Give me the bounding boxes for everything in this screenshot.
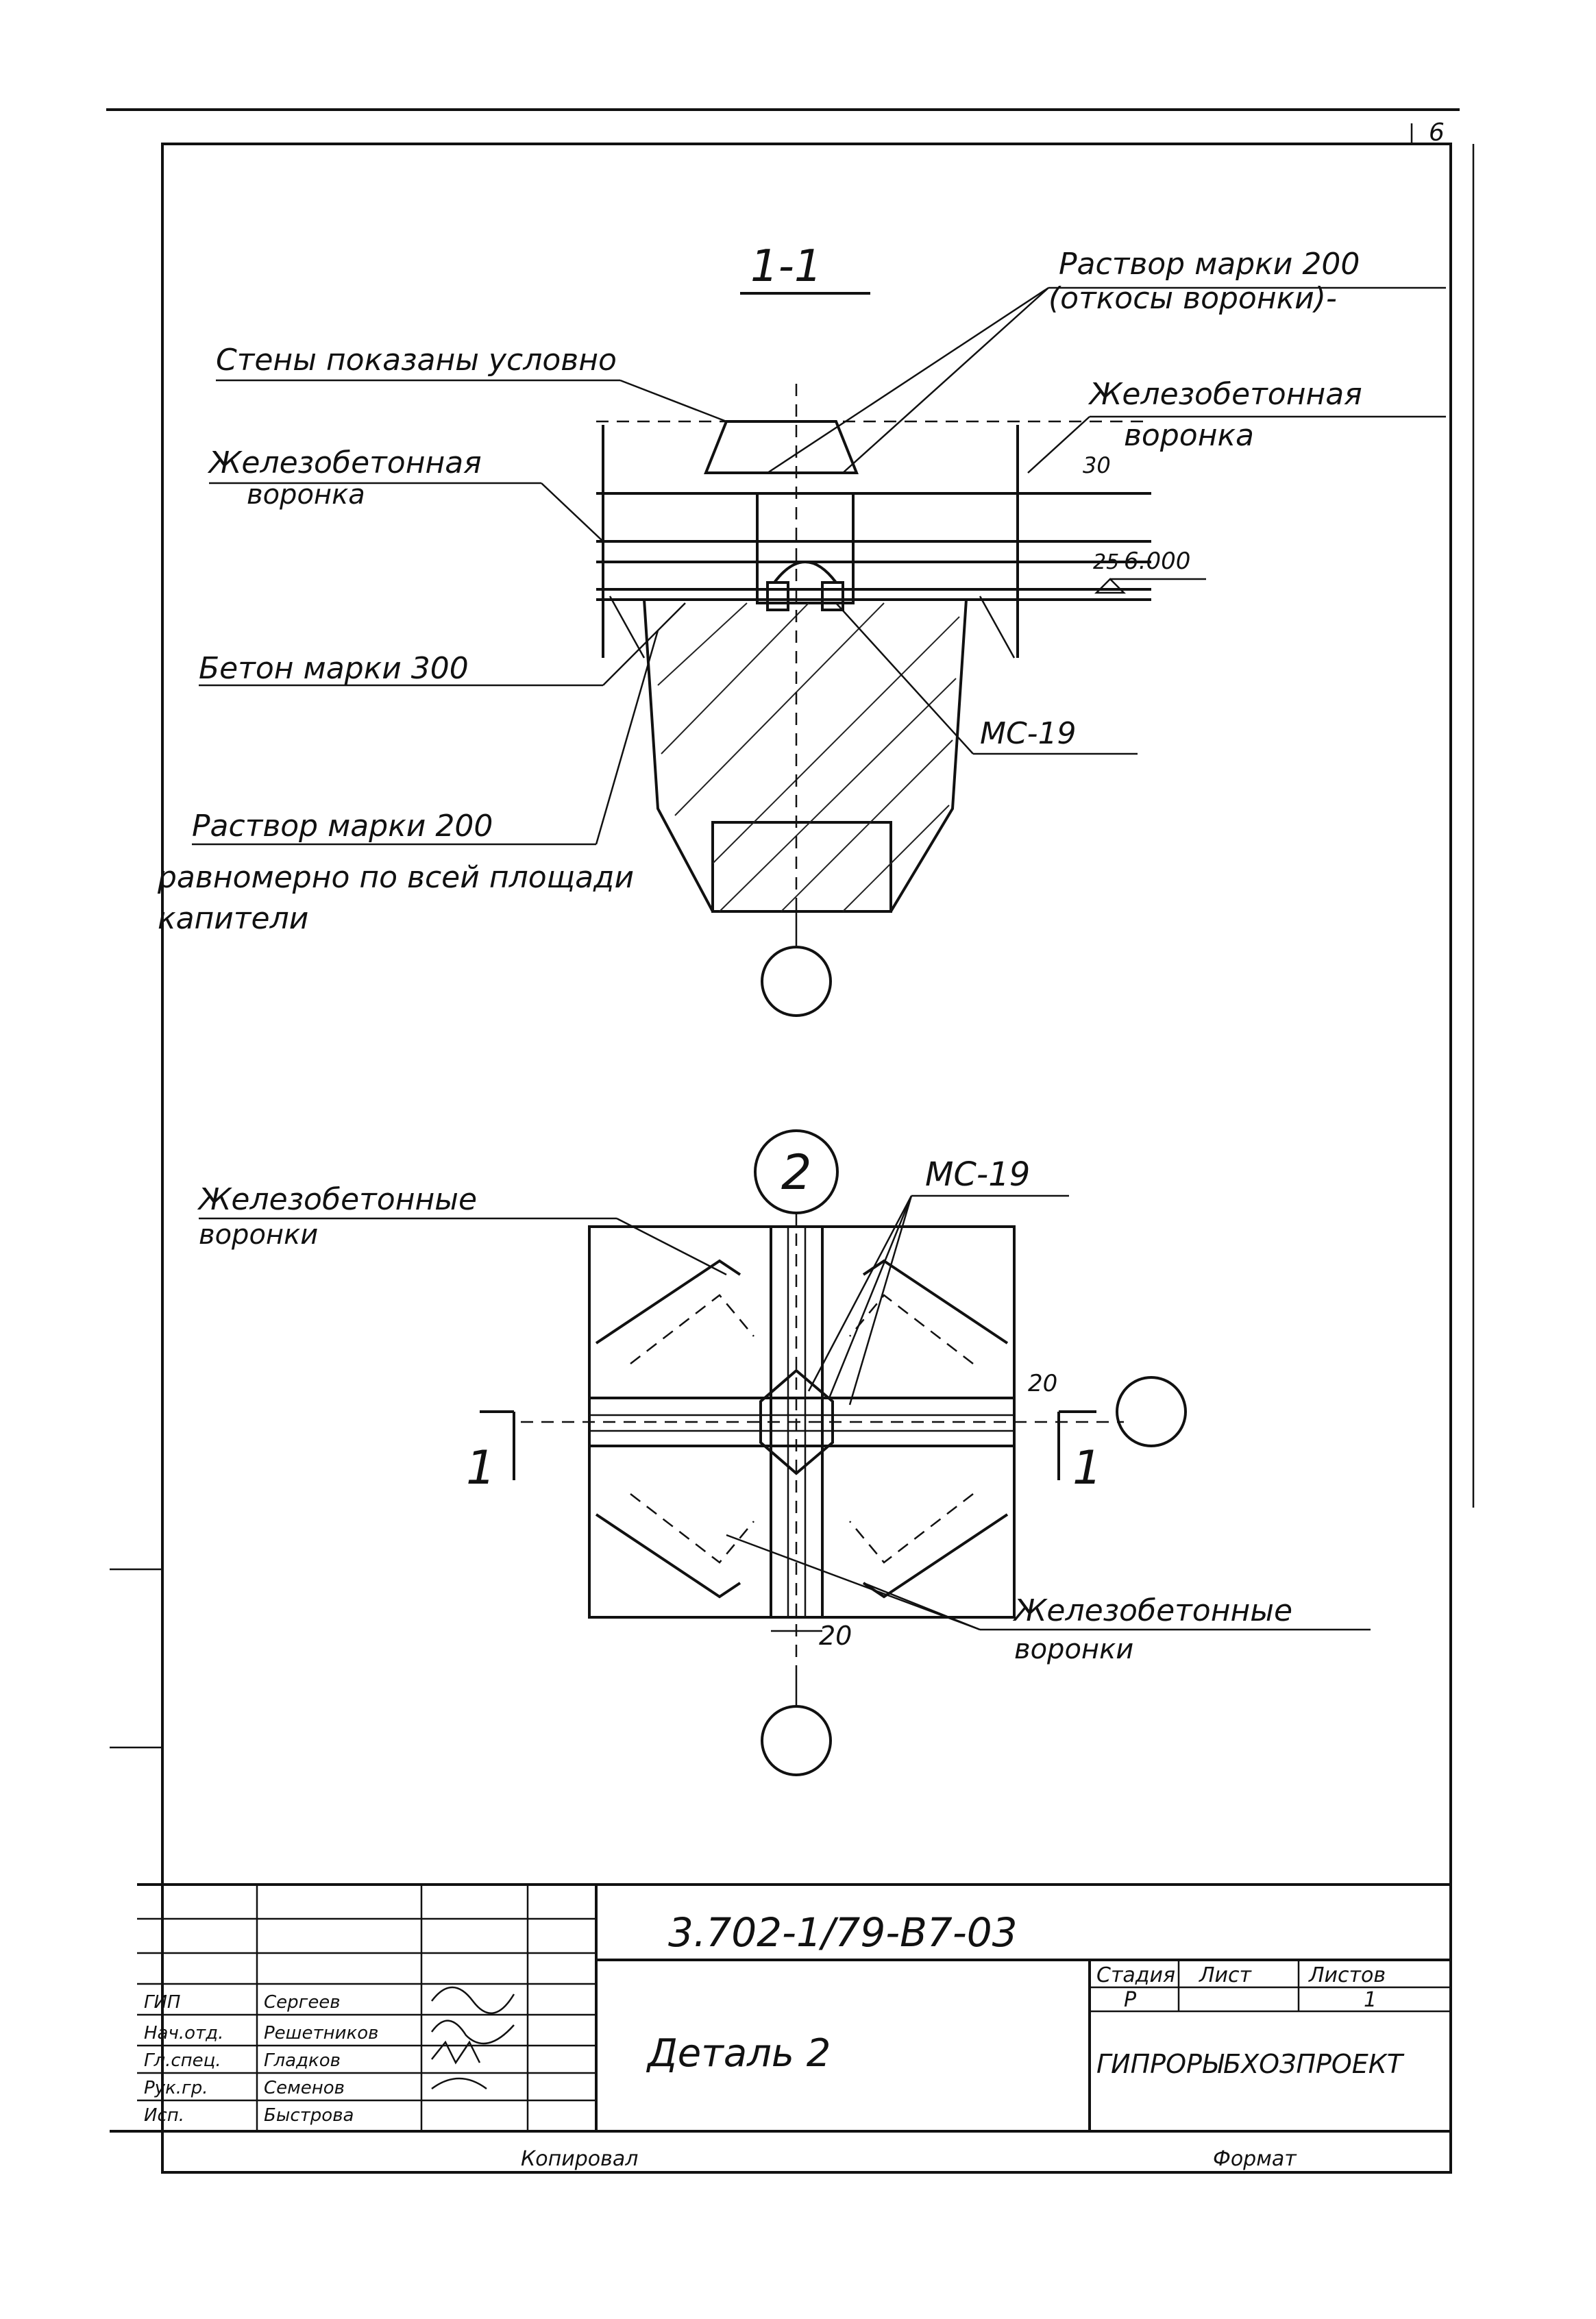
- detail-plan: [521, 1213, 1124, 1672]
- label-mortar-top-1: Раствор марки 200: [1059, 247, 1360, 282]
- level-mark: 6.000: [1124, 548, 1190, 575]
- signature-3: [431, 2040, 481, 2065]
- role-2: Нач.отд.: [144, 2023, 223, 2044]
- leader-ms19-detail-1: [807, 1195, 913, 1392]
- role-4: Рук.гр.: [144, 2078, 208, 2098]
- name-4: Семенов: [264, 2078, 345, 2098]
- title-block-code: 3.702-1/79-В7-03: [668, 1909, 1018, 1956]
- role-5: Исп.: [144, 2105, 184, 2126]
- name-2: Решетников: [264, 2023, 378, 2044]
- sheets-header: Листов: [1308, 1963, 1386, 1987]
- signature-1: [431, 1986, 515, 2014]
- column-capital: [642, 384, 968, 918]
- leader-walls: [619, 379, 727, 423]
- label-funnels-bottom-1: Железобетонные: [1012, 1593, 1292, 1628]
- detail-axis-bubble-right: [1116, 1376, 1187, 1447]
- section-title: 1-1: [750, 241, 822, 292]
- label-funnels-bottom-2: воронки: [1014, 1634, 1133, 1665]
- label-mortar-bottom-2: равномерно по всей площади: [157, 860, 634, 895]
- label-ms19-section: МС-19: [980, 716, 1077, 751]
- label-funnel-left-2: воронка: [247, 479, 365, 511]
- leader-concrete: [602, 602, 686, 686]
- organization: ГИПРОРЫБХОЗПРОЕКТ: [1096, 2049, 1405, 2079]
- leader-mortar-bottom: [595, 630, 659, 845]
- leader-funnels-bottom-2: [726, 1534, 981, 1631]
- section-mark-left: 1: [466, 1441, 495, 1495]
- title-block-grid: [110, 1883, 1451, 2133]
- label-walls-conditional: Стены показаны условно: [216, 343, 617, 378]
- leader-mortar-top-1: [767, 286, 1049, 474]
- label-mortar-top-2: (откосы воронки)-: [1048, 281, 1337, 316]
- stage-header: Стадия: [1096, 1963, 1175, 1987]
- dim-30: 30: [1083, 452, 1111, 478]
- title-block-title: Деталь 2: [646, 2031, 831, 2076]
- sheets-value: 1: [1364, 1988, 1377, 2012]
- footer-format: Формат: [1213, 2147, 1297, 2171]
- section-axis-bubble: [761, 946, 832, 1017]
- name-3: Гладков: [264, 2050, 341, 2071]
- label-mortar-bottom-3: капители: [158, 901, 308, 936]
- leader-funnel-right: [1027, 416, 1090, 474]
- label-concrete: Бетон марки 300: [199, 651, 469, 686]
- leader-ms19-detail-3: [848, 1195, 913, 1406]
- name-5: Быстрова: [264, 2105, 354, 2126]
- sheet-number: 6: [1429, 119, 1445, 147]
- label-mortar-bottom-1: Раствор марки 200: [192, 809, 493, 844]
- leader-ms19: [835, 602, 974, 754]
- label-funnel-right-1: Железобетонная: [1088, 377, 1362, 412]
- stage-value: Р: [1124, 1988, 1137, 2012]
- label-funnels-top-2: воронки: [199, 1219, 318, 1251]
- leader-ms19-detail-2: [828, 1195, 913, 1399]
- sheet-header: Лист: [1199, 1963, 1253, 1987]
- label-ms19-detail: МС-19: [925, 1155, 1030, 1194]
- label-funnel-right-2: воронка: [1124, 418, 1254, 453]
- label-funnels-top-1: Железобетонные: [197, 1182, 477, 1217]
- detail-number: 2: [781, 1144, 812, 1201]
- name-1: Сергеев: [264, 1992, 341, 2013]
- dim-20-vertical: 20: [1028, 1370, 1057, 1397]
- detail-axis-bubble-bottom: [761, 1705, 832, 1776]
- section-slabs: [596, 420, 1151, 659]
- section-mark-right: 1: [1072, 1441, 1102, 1495]
- label-funnel-left-1: Железобетонная: [207, 445, 482, 480]
- leader-funnel-left: [541, 482, 604, 542]
- signature-4: [431, 2077, 487, 2090]
- role-1: ГИП: [144, 1992, 181, 2013]
- signature-2: [430, 2020, 515, 2045]
- dim-20-horizontal: 20: [819, 1621, 852, 1651]
- leader-mortar-top-2: [842, 287, 1049, 474]
- level-triangle-icon: [1094, 578, 1127, 594]
- role-3: Гл.спец.: [144, 2050, 221, 2071]
- footer-copied: Копировал: [521, 2147, 638, 2171]
- dim-25: 25: [1093, 550, 1119, 574]
